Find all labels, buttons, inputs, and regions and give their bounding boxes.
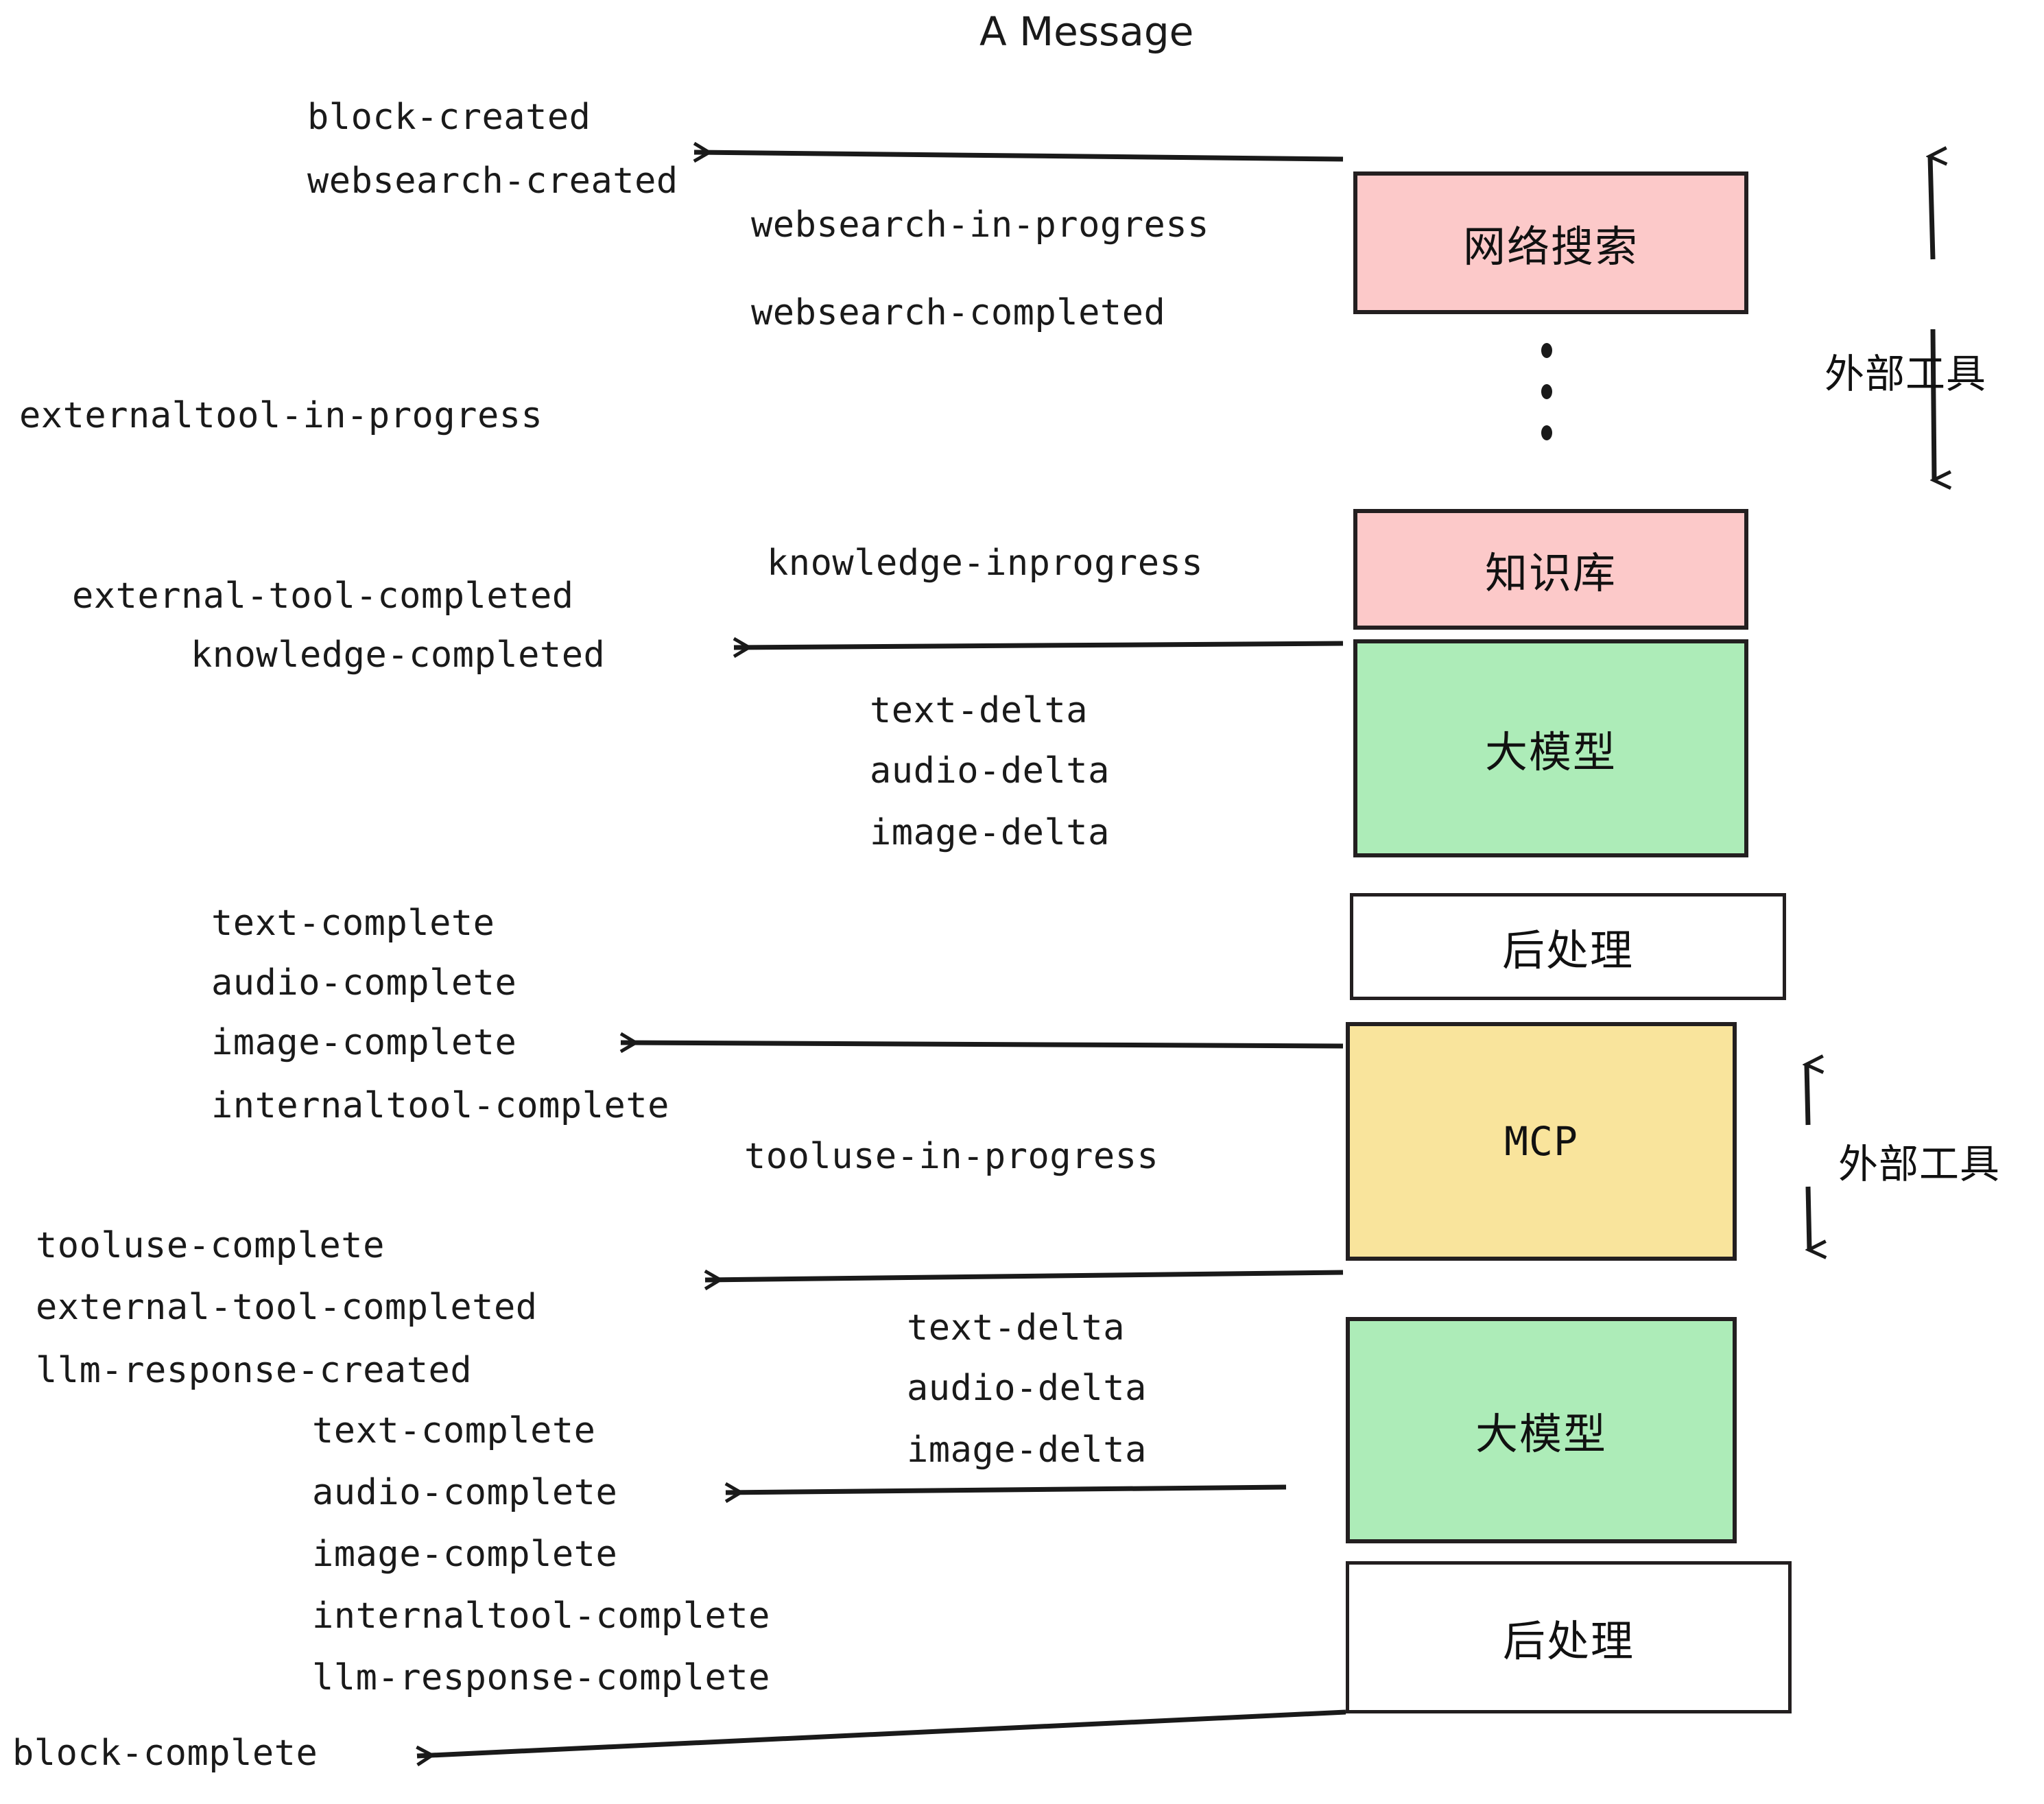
event-image-complete-2: image-complete bbox=[312, 1534, 618, 1575]
arrow-llm-to-image-complete bbox=[621, 1043, 1344, 1046]
arrow-knowledge-to-completed bbox=[734, 643, 1344, 648]
node-postprocess-bottom-label: 后处理 bbox=[1502, 1616, 1635, 1666]
node-websearch[interactable]: 网络搜索 bbox=[1353, 171, 1748, 314]
arrow-mcp-to-tooluse-complete bbox=[705, 1272, 1344, 1280]
event-image-delta-1: image-delta bbox=[870, 812, 1110, 853]
event-text-delta-1: text-delta bbox=[870, 690, 1089, 731]
event-llm-response-created: llm-response-created bbox=[36, 1350, 473, 1391]
event-block-created: block-created bbox=[307, 97, 591, 138]
event-external-tool-completed-1: external-tool-completed bbox=[72, 575, 574, 617]
label-external-tools-top: 外部工具 bbox=[1825, 351, 1987, 397]
node-postprocess-top[interactable]: 后处理 bbox=[1350, 893, 1786, 1000]
node-knowledge[interactable]: 知识库 bbox=[1353, 509, 1748, 630]
arrow-llm-bottom-to-audio-complete bbox=[726, 1487, 1287, 1493]
label-external-tools-bottom: 外部工具 bbox=[1838, 1141, 2001, 1187]
node-llm-bottom[interactable]: 大模型 bbox=[1346, 1317, 1737, 1543]
ellipsis-vertical-dots bbox=[1541, 343, 1552, 440]
event-websearch-completed: websearch-completed bbox=[751, 292, 1166, 333]
event-external-tool-completed-2: external-tool-completed bbox=[36, 1287, 538, 1328]
event-llm-response-complete: llm-response-complete bbox=[312, 1657, 770, 1698]
event-externaltool-in-progress: externaltool-in-progress bbox=[19, 395, 543, 436]
event-internaltool-complete-2: internaltool-complete bbox=[312, 1595, 770, 1637]
event-audio-complete-1: audio-complete bbox=[211, 962, 517, 1004]
bracket-external-tools-top-up bbox=[1930, 156, 1933, 260]
event-text-complete-1: text-complete bbox=[211, 903, 495, 944]
event-audio-delta-2: audio-delta bbox=[907, 1368, 1147, 1409]
node-postprocess-bottom[interactable]: 后处理 bbox=[1346, 1561, 1792, 1713]
node-mcp[interactable]: MCP bbox=[1346, 1022, 1737, 1261]
event-websearch-in-progress: websearch-in-progress bbox=[751, 204, 1209, 246]
arrow-postprocess-to-block-complete bbox=[417, 1709, 1346, 1756]
event-tooluse-complete: tooluse-complete bbox=[36, 1225, 385, 1266]
node-mcp-label: MCP bbox=[1504, 1118, 1578, 1165]
event-image-complete-1: image-complete bbox=[211, 1022, 517, 1063]
event-block-complete: block-complete bbox=[12, 1733, 318, 1774]
event-knowledge-inprogress: knowledge-inprogress bbox=[767, 543, 1204, 584]
diagram-title: A Message bbox=[979, 8, 1194, 55]
event-text-delta-2: text-delta bbox=[907, 1307, 1126, 1349]
node-knowledge-label: 知识库 bbox=[1484, 548, 1617, 598]
bracket-external-tools-bottom-down bbox=[1808, 1186, 1809, 1250]
arrow-websearch-to-block bbox=[694, 152, 1344, 159]
event-knowledge-completed: knowledge-completed bbox=[191, 634, 606, 676]
node-llm-top[interactable]: 大模型 bbox=[1353, 639, 1748, 857]
node-postprocess-top-label: 后处理 bbox=[1501, 925, 1634, 975]
event-audio-delta-1: audio-delta bbox=[870, 750, 1110, 792]
node-llm-top-label: 大模型 bbox=[1484, 727, 1617, 777]
event-tooluse-in-progress: tooluse-in-progress bbox=[744, 1136, 1159, 1177]
node-llm-bottom-label: 大模型 bbox=[1475, 1409, 1607, 1459]
event-image-delta-2: image-delta bbox=[907, 1429, 1147, 1471]
node-websearch-label: 网络搜索 bbox=[1462, 222, 1639, 272]
bracket-external-tools-bottom-up bbox=[1807, 1065, 1808, 1126]
event-text-complete-2: text-complete bbox=[312, 1410, 596, 1451]
event-internaltool-complete-1: internaltool-complete bbox=[211, 1085, 669, 1126]
event-websearch-created: websearch-created bbox=[307, 161, 678, 202]
event-audio-complete-2: audio-complete bbox=[312, 1472, 618, 1513]
